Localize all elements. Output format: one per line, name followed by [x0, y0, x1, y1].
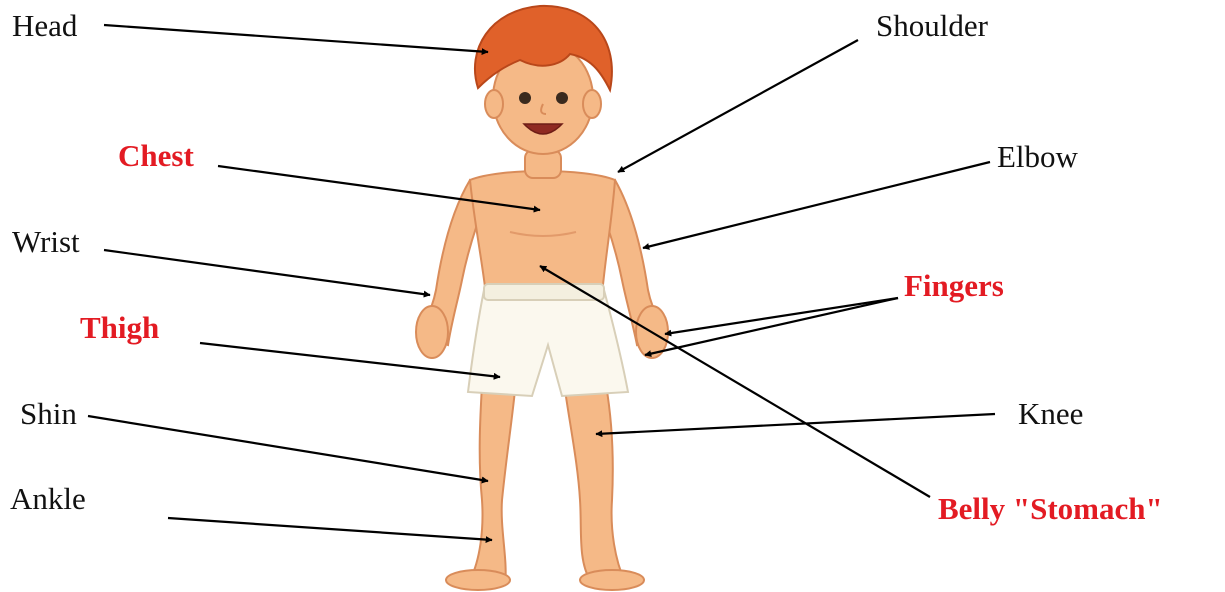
- label-shoulder: Shoulder: [876, 10, 988, 41]
- label-belly: Belly "Stomach": [938, 493, 1163, 524]
- torso: [470, 171, 615, 295]
- shoulder-pointer: [618, 40, 858, 172]
- elbow-pointer: [643, 162, 990, 248]
- left-leg: [470, 385, 515, 585]
- ankle-pointer: [168, 518, 492, 540]
- label-elbow: Elbow: [997, 141, 1078, 172]
- shorts: [468, 290, 628, 396]
- label-fingers: Fingers: [904, 270, 1004, 301]
- right-ear: [583, 90, 601, 118]
- right-leg: [565, 385, 625, 582]
- wrist-pointer: [104, 250, 430, 295]
- label-knee: Knee: [1018, 398, 1083, 429]
- label-wrist: Wrist: [12, 226, 80, 257]
- label-head: Head: [12, 10, 77, 41]
- label-shin: Shin: [20, 398, 77, 429]
- boy-figure: [416, 6, 668, 590]
- label-thigh: Thigh: [80, 312, 159, 343]
- left-hand: [416, 306, 448, 358]
- left-eye: [519, 92, 531, 104]
- label-ankle: Ankle: [10, 483, 86, 514]
- fingers-pointer-2: [645, 298, 898, 355]
- left-ear: [485, 90, 503, 118]
- label-chest: Chest: [118, 140, 194, 171]
- head-pointer: [104, 25, 488, 52]
- right-eye: [556, 92, 568, 104]
- right-foot: [580, 570, 644, 590]
- fingers-pointer-1: [665, 298, 898, 334]
- thigh-pointer: [200, 343, 500, 377]
- shin-pointer: [88, 416, 488, 481]
- left-foot: [446, 570, 510, 590]
